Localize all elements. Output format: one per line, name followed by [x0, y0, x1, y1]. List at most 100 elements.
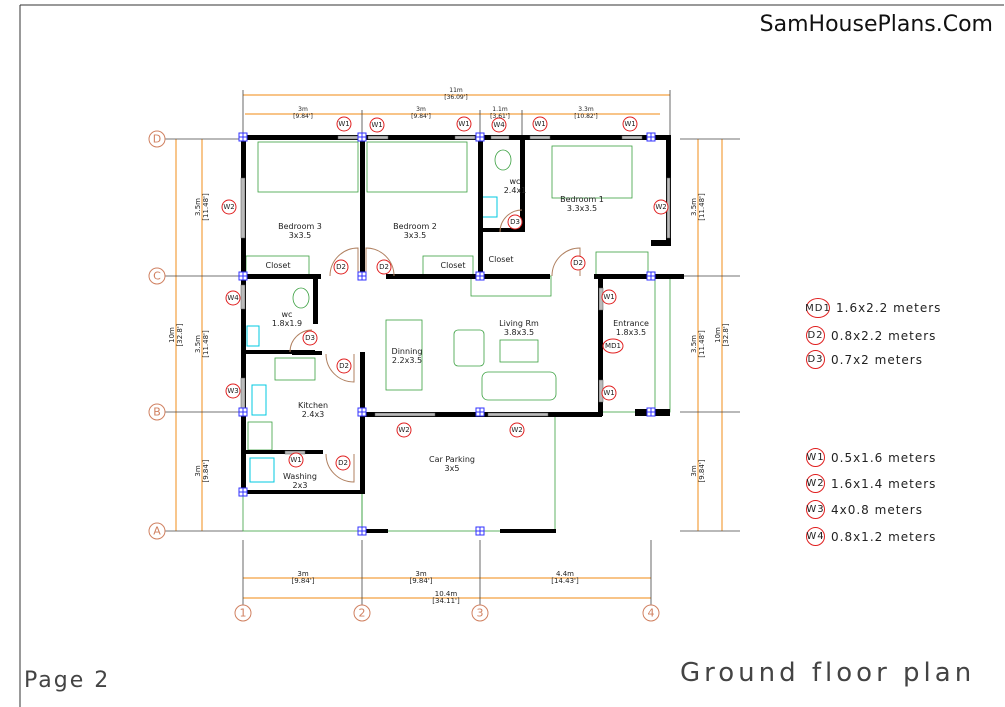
room-size: 2.2x3.5	[392, 356, 422, 365]
vertical-dimension: 3.5m[11.48']	[690, 330, 706, 358]
dimension-feet: [34.11']	[432, 597, 460, 605]
tag-label: W1	[603, 293, 614, 301]
grid-row-bubble	[148, 522, 166, 540]
grid-column-bubble	[471, 604, 489, 622]
tag-label: W2	[223, 203, 234, 211]
grid-row-bubble	[148, 130, 166, 148]
dimension-texts: 11m[36.09']3m[9.84']3m[9.84']1.1m[3.61']…	[168, 87, 730, 605]
tag-circle	[288, 452, 304, 468]
tag-circle	[376, 259, 392, 275]
room-size: 2x3	[293, 481, 308, 490]
legend-tag: D3	[806, 350, 825, 369]
legend-text: 0.8x2.2 meters	[831, 328, 937, 343]
tag-label: W1	[534, 120, 545, 128]
tag-circle	[491, 117, 507, 133]
tag-circle	[601, 289, 617, 305]
room-name: Closet	[266, 261, 291, 270]
page-number: Page 2	[24, 668, 111, 693]
dimension-meters: 3.5m	[194, 335, 202, 353]
dimension-meters: 10.4m	[435, 590, 458, 598]
dimension-meters: 3m	[690, 465, 698, 476]
dimension-feet: [14.43']	[551, 577, 579, 585]
dimension-feet: [9.84']	[292, 577, 315, 585]
kitchen-sink	[251, 384, 267, 416]
sofa	[481, 371, 557, 401]
column-cross	[476, 408, 484, 416]
sink	[481, 196, 498, 218]
dimension-feet: [32.8']	[722, 323, 730, 346]
column-cross	[358, 408, 366, 416]
tag-label: MD1	[605, 342, 621, 350]
room-name: Dinning	[392, 347, 423, 356]
dimension-meters: 3m	[298, 106, 308, 113]
column-cross	[358, 133, 366, 141]
room-size: 3.8x3.5	[504, 328, 534, 337]
doors	[289, 209, 581, 483]
legend-text: 0.8x1.2 meters	[831, 529, 937, 544]
tag-label: W1	[290, 456, 301, 464]
room-name: Living Rm	[499, 319, 539, 328]
tag-label: W1	[338, 120, 349, 128]
column-cross	[476, 272, 484, 280]
tag-circle	[302, 330, 318, 346]
column-cross	[647, 133, 655, 141]
grid-column-label: 2	[359, 607, 366, 620]
legend-tag: D2	[806, 326, 825, 345]
room-size: 3.3x3.5	[567, 204, 597, 213]
column-cross	[647, 272, 655, 280]
column-cross	[239, 133, 247, 141]
tag-circle	[602, 338, 624, 354]
legend-tag: W4	[806, 527, 825, 546]
tag-circle	[333, 259, 349, 275]
tag-circle	[507, 214, 523, 230]
tag-label: D3	[510, 218, 520, 226]
toilet	[292, 287, 310, 309]
dimension-meters: 10m	[714, 327, 722, 343]
tag-circle	[456, 116, 472, 132]
room-size: 3x5	[445, 464, 460, 473]
tag-circle	[335, 455, 351, 471]
grid-column-bubble	[234, 604, 252, 622]
room-name: Kitchen	[298, 401, 328, 410]
dimension-meters: 3.5m	[690, 335, 698, 353]
room-name: Car Parking	[429, 455, 475, 464]
room-name: wc	[282, 310, 293, 319]
tag-circle	[336, 358, 352, 374]
grid-row-bubble	[148, 403, 166, 421]
tag-label: D3	[305, 334, 315, 342]
sink	[246, 325, 260, 347]
legend-tag: W2	[806, 474, 825, 493]
armchair	[453, 329, 485, 367]
tag-label: W4	[493, 121, 505, 129]
vertical-dimension: 10m[32.8']	[714, 323, 730, 346]
tag-label: W2	[511, 426, 522, 434]
room-name: Bedroom 3	[278, 222, 322, 231]
dimension-feet: [11.48']	[202, 330, 210, 358]
room-size: 2.4x3	[302, 410, 325, 419]
extension-lines	[165, 90, 740, 605]
dimension-feet: [32.8']	[176, 323, 184, 346]
dimension-meters: 3.3m	[578, 106, 594, 113]
dimension-feet: [9.84']	[411, 113, 431, 120]
tag-label: W1	[458, 120, 469, 128]
legend-text: 0.5x1.6 meters	[831, 450, 937, 465]
column-cross	[476, 133, 484, 141]
dining-table	[385, 319, 423, 391]
sheet-border	[19, 4, 1004, 707]
vertical-dimension: 3.5m[11.48']	[194, 193, 210, 221]
legend-tag: W3	[806, 500, 825, 519]
dimension-feet: [11.48']	[202, 193, 210, 221]
tag-circle	[221, 199, 237, 215]
grid-column-bubble	[642, 604, 660, 622]
tag-circle	[225, 290, 241, 306]
tag-label: W4	[227, 294, 239, 302]
dimension-meters: 3m	[416, 106, 426, 113]
room-name: Entrance	[613, 319, 649, 328]
grid-row-label: A	[153, 525, 161, 538]
grid-row-label: C	[153, 270, 161, 283]
